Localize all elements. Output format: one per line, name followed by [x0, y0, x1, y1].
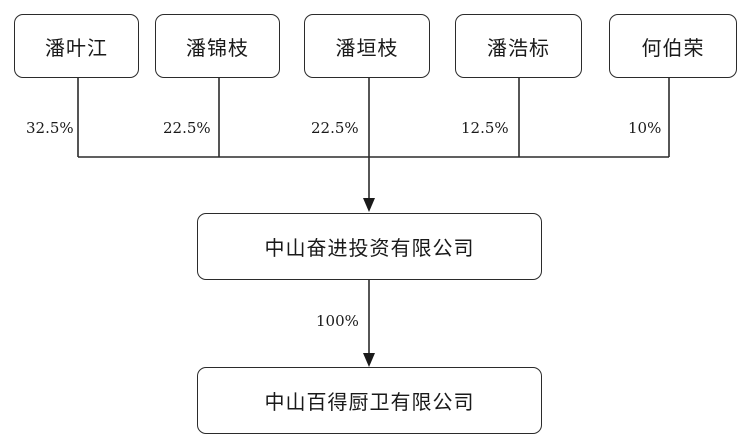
shareholder-box-2: 潘锦枝 [155, 14, 280, 78]
operating-company-box: 中山百得厨卫有限公司 [197, 367, 542, 434]
shareholder-box-5: 何伯荣 [609, 14, 737, 78]
holding-share-label: 100% [316, 312, 359, 330]
shareholder-box-4: 潘浩标 [455, 14, 582, 78]
shareholder-box-1: 潘叶江 [14, 14, 139, 78]
share-label-3: 22.5% [311, 119, 359, 137]
arrowhead-holding [363, 198, 375, 212]
shareholder-name-3: 潘垣枝 [335, 35, 399, 60]
share-label-2: 22.5% [163, 119, 211, 137]
holding-company-name: 中山奋进投资有限公司 [264, 236, 475, 260]
share-label-4: 12.5% [461, 119, 509, 137]
shareholder-name-4: 潘浩标 [487, 35, 550, 60]
shareholder-name-2: 潘锦枝 [186, 35, 249, 60]
operating-company-name: 中山百得厨卫有限公司 [264, 390, 475, 414]
arrowhead-operating [363, 353, 375, 367]
holding-company-box: 中山奋进投资有限公司 [197, 213, 542, 280]
shareholder-name-5: 何伯荣 [641, 35, 705, 60]
shareholder-box-3: 潘垣枝 [304, 14, 430, 78]
shareholder-name-1: 潘叶江 [45, 35, 108, 60]
share-label-5: 10% [628, 119, 662, 137]
share-label-1: 32.5% [26, 119, 74, 137]
